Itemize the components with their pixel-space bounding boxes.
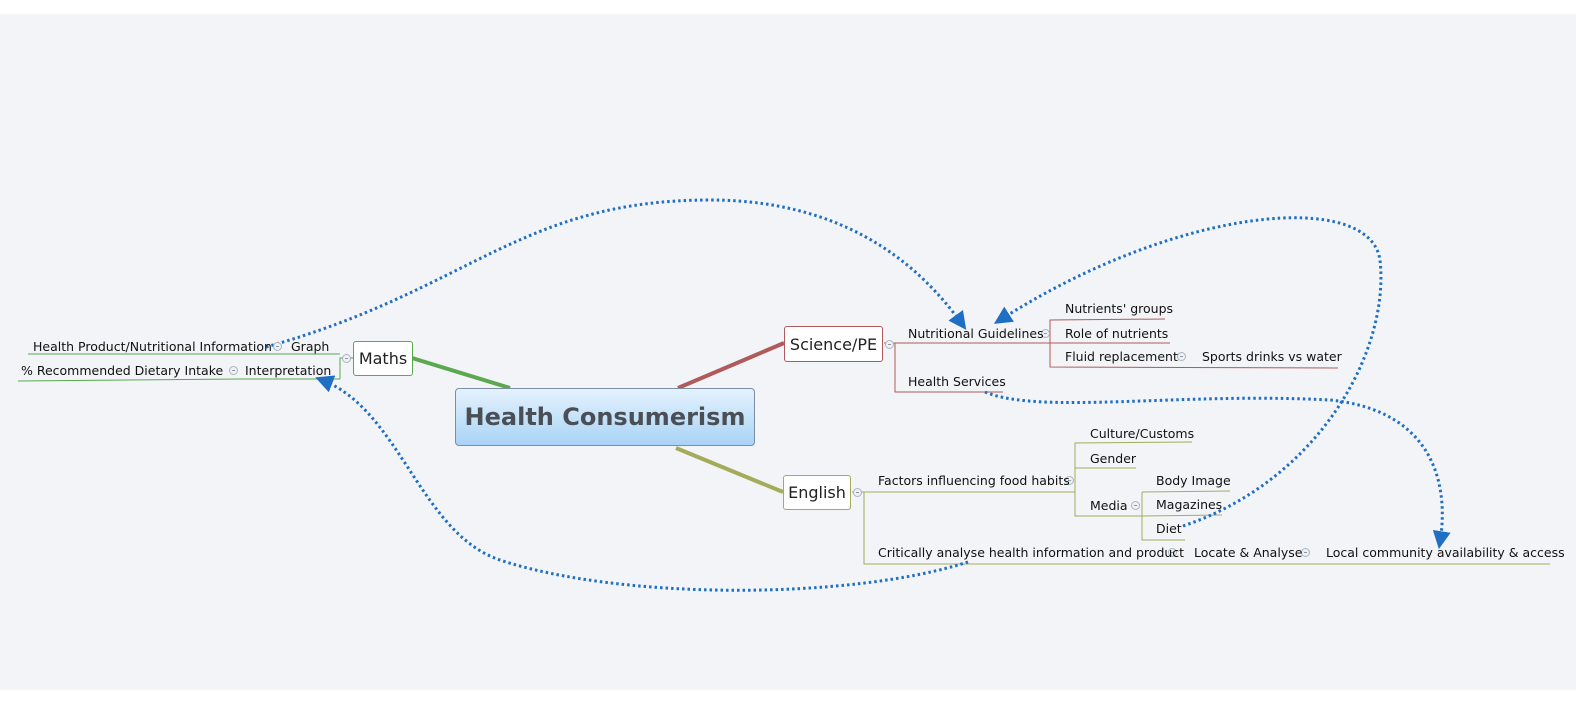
subtopic-critically-analyse[interactable]: Critically analyse health information an… [878,545,1185,560]
subtopic-nutrients-groups[interactable]: Nutrients' groups [1065,301,1174,316]
topic-science-pe[interactable]: Science/PE [784,326,883,362]
collapse-toggle-icon[interactable] [1041,329,1050,338]
subtopic-locate-analyse[interactable]: Locate & Analyse [1194,545,1303,560]
subtopic-fluid-replacement[interactable]: Fluid replacement [1065,349,1178,364]
topic-english[interactable]: English [783,475,851,510]
collapse-toggle-icon[interactable] [273,342,282,351]
subtopic-interpretation[interactable]: Interpretation [245,363,332,378]
collapse-toggle-icon[interactable] [1065,476,1074,485]
subtopic-culture-customs[interactable]: Culture/Customs [1090,426,1195,441]
collapse-toggle-icon[interactable] [1131,501,1140,510]
subtopic-health-services[interactable]: Health Services [908,374,1006,389]
subtopic-role-of-nutrients[interactable]: Role of nutrients [1065,326,1169,341]
collapse-toggle-icon[interactable] [1168,548,1177,557]
collapse-toggle-icon[interactable] [853,488,862,497]
collapse-toggle-icon[interactable] [229,366,238,375]
collapse-toggle-icon[interactable] [1177,352,1186,361]
subtopic-factors-food-habits[interactable]: Factors influencing food habits [878,473,1070,488]
subtopic-media[interactable]: Media [1090,498,1128,513]
subtopic-recommended-dietary-intake[interactable]: % Recommended Dietary Intake [21,363,224,378]
subtopic-nutritional-guidelines[interactable]: Nutritional Guidelines [908,326,1044,341]
subtopic-health-product-info[interactable]: Health Product/Nutritional Information [33,339,272,354]
subtopic-local-community[interactable]: Local community availability & access [1326,545,1565,560]
subtopic-graph[interactable]: Graph [291,339,330,354]
collapse-toggle-icon[interactable] [342,354,351,363]
collapse-toggle-icon[interactable] [885,340,894,349]
collapse-toggle-icon[interactable] [1301,548,1310,557]
subtopic-sports-drinks[interactable]: Sports drinks vs water [1202,349,1342,364]
subtopic-magazines[interactable]: Magazines [1156,497,1223,512]
central-topic[interactable]: Health Consumerism [455,388,755,446]
topic-maths[interactable]: Maths [353,341,413,376]
subtopic-diet[interactable]: Diet [1156,521,1182,536]
subtopic-gender[interactable]: Gender [1090,451,1137,466]
subtopic-body-image[interactable]: Body Image [1156,473,1231,488]
